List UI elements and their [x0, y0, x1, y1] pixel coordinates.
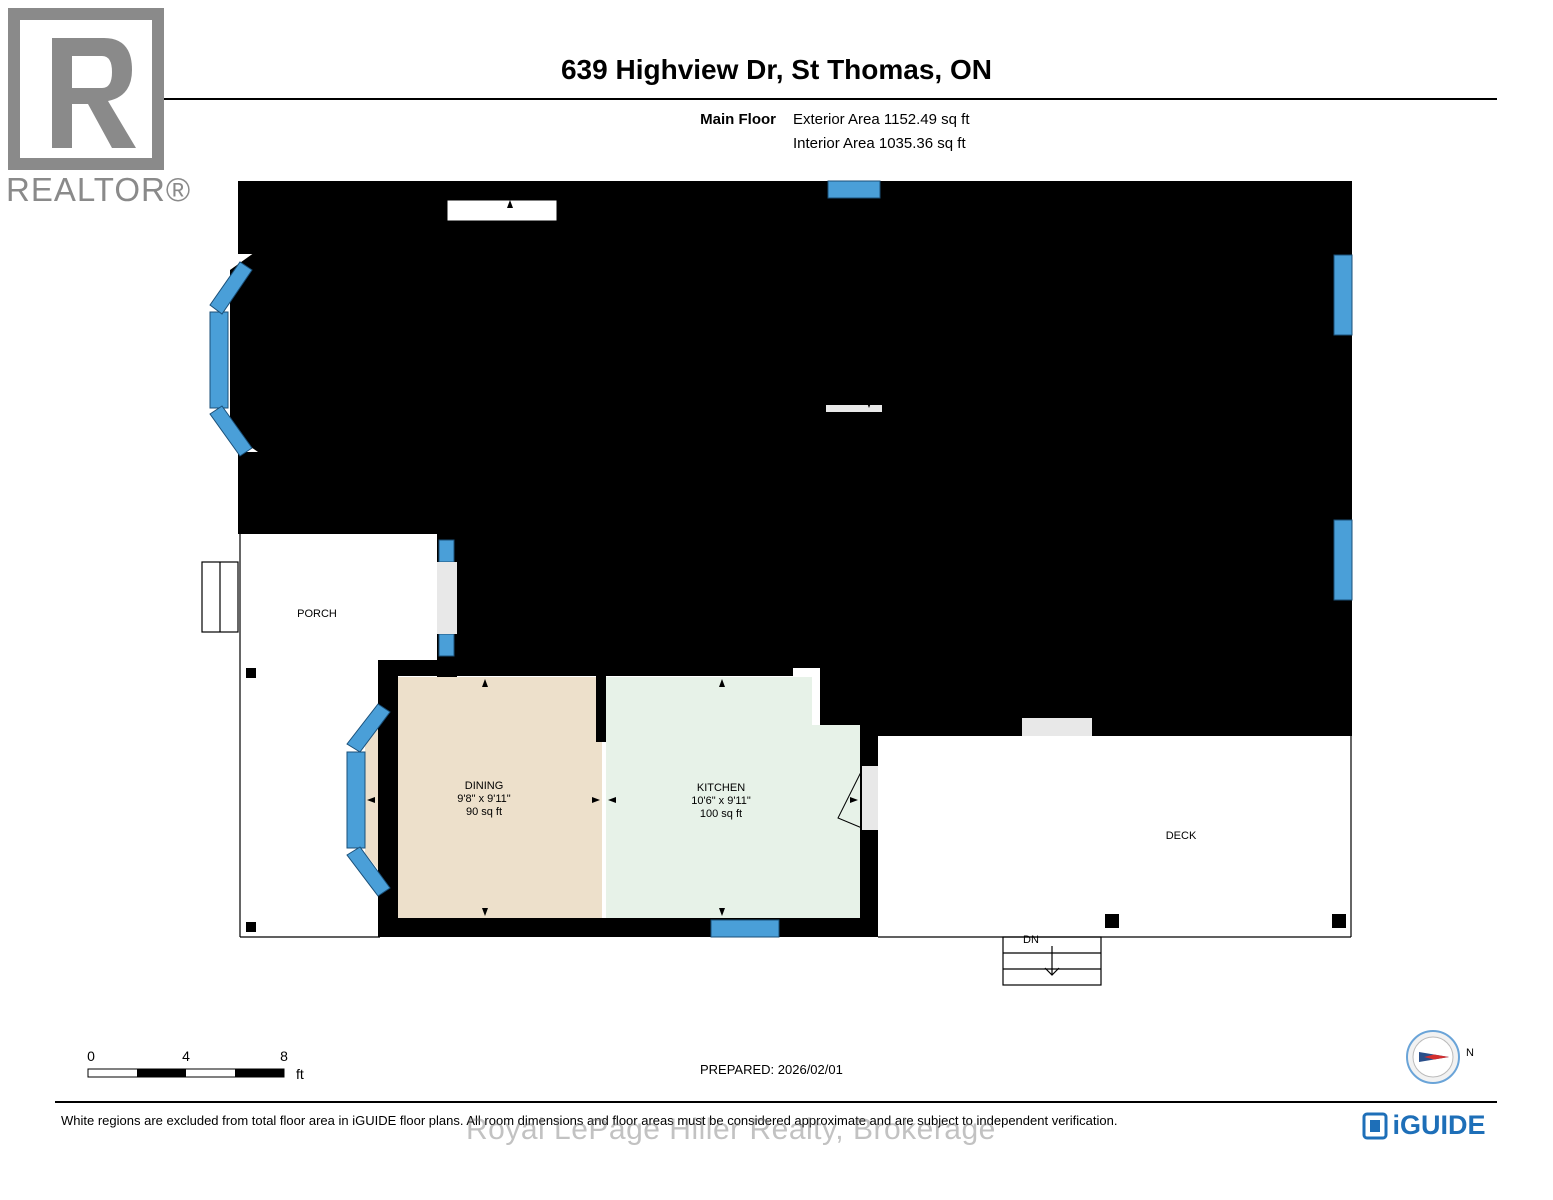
porch-label: PORCH — [297, 608, 337, 620]
bedroom-area: 132 sq ft — [1136, 328, 1178, 340]
kitchen-dims: 10'6" x 9'11" — [691, 795, 751, 807]
living-dims: 21'3" x 13'5" — [488, 384, 548, 396]
kitchen-area: 100 sq ft — [700, 808, 742, 820]
kitchen-room — [606, 677, 860, 918]
dining-room — [365, 677, 602, 918]
prepared-date: PREPARED: 2026/02/01 — [700, 1062, 843, 1077]
laundry-area: 49 sq ft — [847, 620, 883, 632]
deck-label: DECK — [1166, 830, 1197, 842]
entry-door-gap — [437, 562, 457, 634]
foyer-closet-label: CLO — [635, 554, 658, 566]
bedroom-dims: 14'4" x 9'11" — [1127, 315, 1187, 327]
foyer-label: FOYER — [499, 598, 537, 610]
footnote-disclaimer: White regions are excluded from total fl… — [61, 1113, 1118, 1128]
bath-dims: 7'6" x 8'5" — [845, 295, 893, 307]
hall-label: HALL — [862, 452, 890, 464]
stairs-dn-label: DN — [564, 628, 580, 640]
bath-closet-label: CLO — [771, 361, 794, 373]
porch-post — [246, 668, 256, 678]
kitchen-name: KITCHEN — [697, 782, 745, 794]
brokerage-watermark: Royal LePage Hiller Realty, Brokerage — [466, 1113, 996, 1146]
primary-name: PRIMARY — [1132, 567, 1183, 579]
floor-name: Main Floor — [700, 111, 776, 128]
dimension-arrows — [232, 200, 1332, 916]
laundry-dims: 5'11" x 8'7" — [838, 607, 891, 619]
page-title: 639 Highview Dr, St Thomas, ON — [560, 54, 992, 85]
living-area: 269 sq ft — [497, 397, 539, 409]
closet-top-label: CLOSET — [955, 286, 992, 296]
bath-name: 4PC BATH — [843, 282, 896, 294]
deck-post — [1105, 914, 1119, 928]
dining-dims: 9'8" x 9'11" — [457, 793, 510, 805]
compass-north-label: N — [1466, 1047, 1474, 1059]
dining-area: 90 sq ft — [466, 806, 502, 818]
scale-label-0: 0 — [87, 1048, 95, 1064]
scale-label-8: 8 — [280, 1048, 288, 1064]
deck — [878, 735, 1352, 986]
fireplace — [429, 195, 567, 246]
title-divider — [55, 98, 1497, 100]
realtor-logo-icon — [8, 8, 164, 170]
footer-divider — [55, 1101, 1497, 1103]
bath-door-gap — [826, 405, 882, 412]
iguide-wordmark: iGUIDE — [1392, 1110, 1486, 1140]
scale-bar: 0 4 8 ft — [87, 1048, 304, 1082]
living-name: LIVING — [500, 371, 536, 383]
porch-post — [246, 922, 256, 932]
bedroom-name: BEDROOM — [1129, 302, 1186, 314]
realtor-logo[interactable] — [8, 8, 164, 170]
primary-area: 146 sq ft — [1136, 593, 1178, 605]
realtor-wordmark: REALTOR® — [6, 171, 192, 208]
primary-dims: 14'2" x 10'11" — [1124, 580, 1190, 592]
bath-area: 54 sq ft — [851, 308, 887, 320]
kitchen-door-gap — [862, 766, 878, 830]
iguide-logo-icon — [1362, 1112, 1388, 1139]
interior-area: Interior Area 1035.36 sq ft — [793, 135, 966, 152]
deck-dn-label: DN — [1023, 934, 1039, 946]
fireplace-label: F/P — [487, 234, 504, 246]
dining-name: DINING — [465, 780, 504, 792]
exterior-area: Exterior Area 1152.49 sq ft — [793, 111, 970, 128]
deck-door-gap — [1022, 718, 1092, 736]
floor-plan: F/P LIVING 21'3" x 13'5" 269 sq ft 4PC B… — [201, 180, 1353, 986]
scale-label-4: 4 — [182, 1048, 190, 1064]
deck-post — [1332, 914, 1346, 928]
closet-bottom-label: CLOSET — [951, 608, 988, 618]
scale-unit: ft — [296, 1066, 304, 1082]
diagonal-walls — [940, 349, 1043, 524]
laundry-name: LAUNDRY — [839, 594, 892, 606]
compass-icon — [1406, 1030, 1460, 1084]
windows — [209, 180, 1353, 938]
iguide-logo[interactable]: iGUIDE — [1362, 1110, 1485, 1141]
